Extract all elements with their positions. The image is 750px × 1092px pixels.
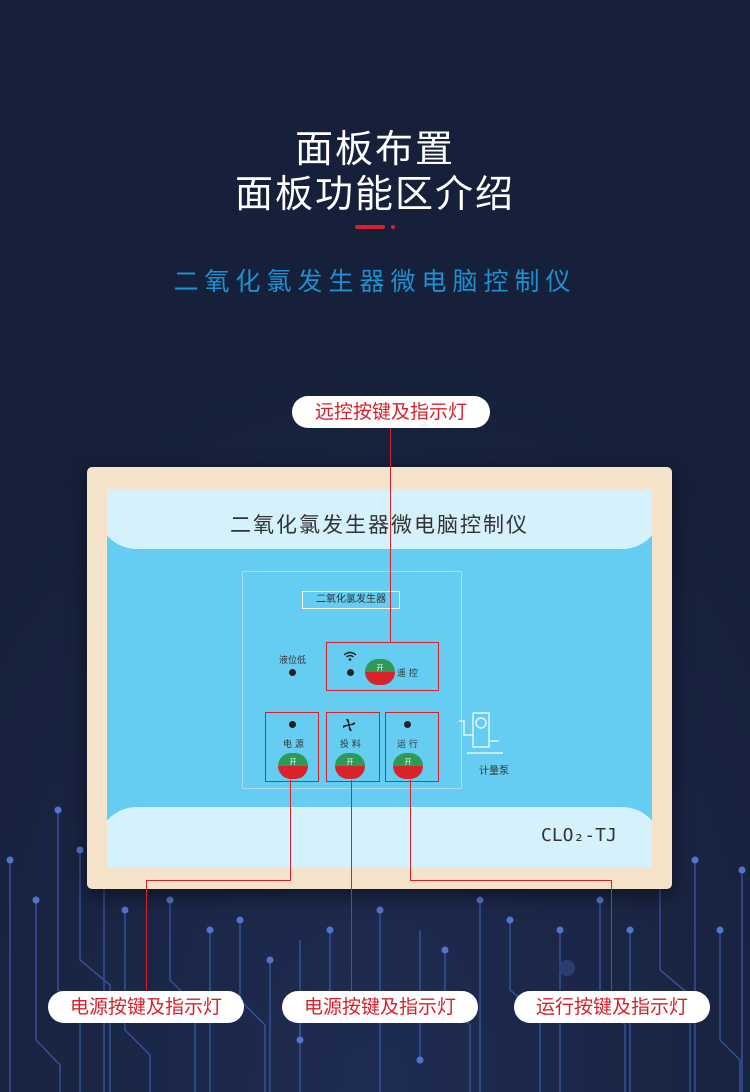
panel-top-band [107,489,652,549]
feed-connector [351,780,352,992]
pump-label: 计量泵 [479,766,509,777]
power-highlight [265,712,319,782]
power-connector-down [146,880,147,992]
panel-title: 二氧化氯发生器微电脑控制仪 [230,513,529,537]
accent-dot [391,225,395,229]
run-connector-v [410,780,411,880]
wifi-icon [343,651,357,661]
remote-connector [390,428,391,642]
run-button-text: 开 [404,758,412,766]
remote-button[interactable]: 开 [365,659,395,685]
control-panel: 二氧化氯发生器微电脑控制仪 CLO₂-TJ 二氧化氯发生器 液位低 开 遥 控 … [107,489,652,867]
power-connector-h [146,880,291,881]
remote-button-text: 开 [376,664,384,672]
run-button[interactable]: 开 [393,753,423,779]
run-highlight [385,712,439,782]
power-indicator [289,721,296,728]
power-label: 电 源 [283,740,304,750]
power-button-text: 开 [289,758,297,766]
page-subtitle: 面板功能区介绍 [234,172,515,216]
remote-indicator [347,669,354,676]
run-indicator [404,721,411,728]
callout-run: 运行按键及指示灯 [514,991,710,1023]
inner-label: 二氧化氯发生器 [302,591,400,609]
remote-highlight [326,642,439,691]
remote-label: 遥 控 [397,669,418,679]
level-low-indicator [289,669,296,676]
callout-feed: 电源按键及指示灯 [282,991,478,1023]
power-connector-v [290,780,291,880]
callout-power: 电源按键及指示灯 [48,991,244,1023]
run-connector-down [611,880,612,992]
product-name: 二氧化氯发生器微电脑控制仪 [173,267,577,296]
fan-icon [342,718,356,732]
level-low-label: 液位低 [279,656,307,666]
page-title: 面板布置 [294,127,455,171]
power-button[interactable]: 开 [278,753,308,779]
feed-label: 投 料 [340,740,361,750]
feed-button[interactable]: 开 [335,753,365,779]
feed-button-text: 开 [346,758,354,766]
feed-highlight [326,712,380,782]
pump-icon [459,712,503,754]
run-label: 运 行 [397,740,418,750]
control-area [242,571,462,789]
callout-remote: 远控按键及指示灯 [292,396,490,428]
model-number: CLO₂-TJ [541,825,617,846]
run-connector-h [410,880,612,881]
panel-bottom-band [107,807,652,867]
accent-line [355,225,385,229]
